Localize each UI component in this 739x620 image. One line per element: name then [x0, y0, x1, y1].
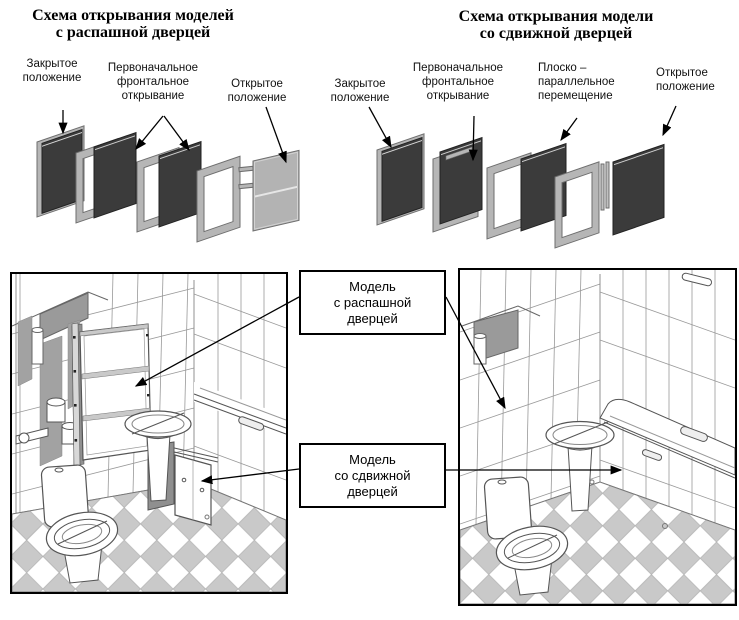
ceiling-soffit [461, 305, 541, 365]
bathroom-scene-sliding [458, 268, 737, 606]
closed-door-unit [376, 133, 425, 226]
callout-sliding-model: Модель со сдвижной дверцей [299, 443, 446, 508]
bathtub [193, 382, 286, 436]
arrow-closed-right [368, 106, 392, 149]
tub-grab-bar [680, 426, 708, 442]
label-closed-position-right: Закрытое положение [330, 78, 390, 104]
empty-frame [554, 161, 600, 249]
sliding-diagram-arrows [368, 105, 677, 162]
tub-grab-bar [238, 416, 265, 431]
arrow-open-left [265, 106, 287, 164]
arrow-initial-left-b [163, 115, 190, 152]
arrow-initial-right [468, 115, 478, 162]
door-sequence-graphics [36, 105, 677, 249]
label-plane-parallel-right: Плоско – параллельное перемещение [538, 62, 615, 102]
hinged-door-sequence [36, 125, 300, 243]
sliding-diagram-title: Схема открывания модели со сдвижной двер… [458, 8, 654, 42]
slide-rail [605, 161, 610, 209]
bathroom-scene-hinged [10, 272, 288, 594]
hinge-bar [238, 182, 254, 190]
arrow-open-right [662, 105, 677, 137]
sliding-door-sequence [376, 133, 665, 249]
empty-frame [196, 155, 241, 243]
panel-slid-open [612, 143, 665, 236]
label-closed-position-left: Закрытое положение [22, 58, 82, 84]
pipe-cylinder [31, 327, 44, 365]
closed-door-unit [36, 125, 85, 218]
hinged-diagram-title: Схема открывания моделей с распашной две… [32, 7, 234, 41]
hinged-hatch-open [71, 322, 152, 468]
pedestal-sink [545, 420, 615, 512]
pipe-cylinder [473, 333, 487, 365]
hinged-diagram-arrows [58, 106, 287, 164]
label-initial-frontal-right: Первоначальное фронтальное открывание [412, 62, 504, 102]
bathroom-sliding-drawing [460, 270, 735, 604]
panel-frontal-step [439, 136, 483, 225]
door-swung-open [252, 149, 300, 232]
hinge-bar [238, 165, 254, 173]
panel-open-step1 [93, 131, 137, 219]
tub-soap-dish [641, 449, 663, 461]
arrow-initial-left-a [135, 115, 164, 151]
floor-drain [662, 523, 668, 529]
slide-rail [600, 163, 605, 211]
label-initial-frontal-left: Первоначальное фронтальное открывание [107, 62, 199, 102]
label-open-position-right: Открытое положение [656, 67, 715, 93]
bathroom-hinged-drawing [12, 274, 286, 592]
wall-shelf-bar [681, 272, 713, 287]
toilet [483, 476, 569, 596]
toilet [40, 464, 119, 584]
pedestal-sink [124, 410, 192, 502]
panel-open-step2 [158, 140, 202, 228]
label-open-position-left: Открытое положение [227, 78, 287, 104]
callout-hinged-model: Модель с распашной дверцей [299, 270, 446, 335]
arrow-parallel-right [560, 117, 578, 142]
